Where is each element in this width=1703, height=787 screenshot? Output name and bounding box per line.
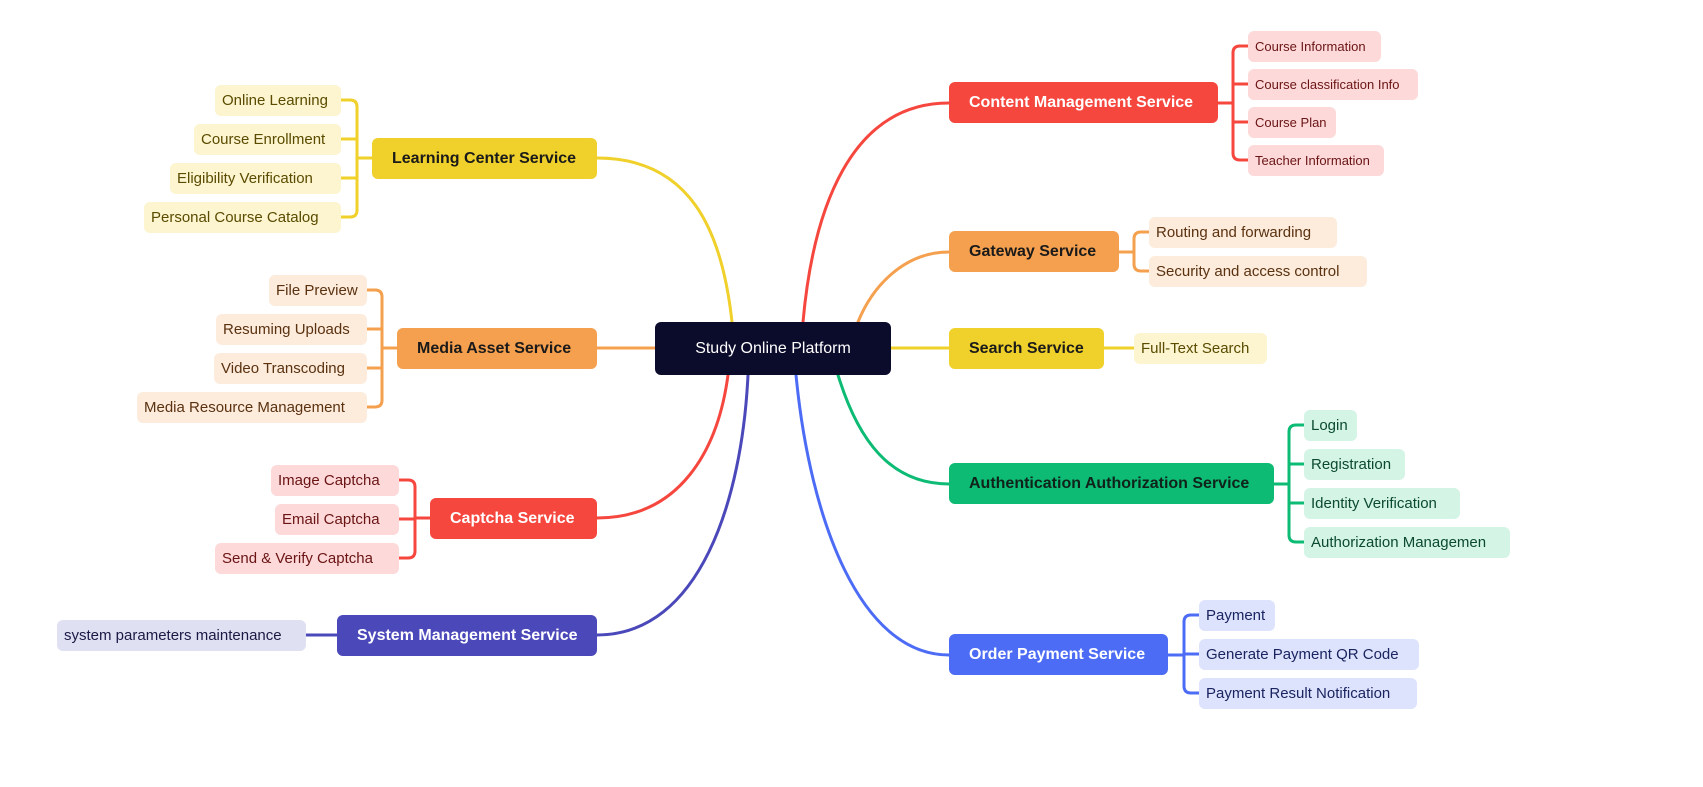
- bracket-captcha-leaf-0: [397, 478, 417, 489]
- link-order-payment: [794, 373, 951, 657]
- link-content-management: [801, 101, 951, 324]
- leaf-resuming-uploads[interactable]: Resuming Uploads: [216, 314, 367, 345]
- leaf-system-parameters-maintenance[interactable]: system parameters maintenance: [57, 620, 306, 651]
- leaf-personal-course-catalog[interactable]: Personal Course Catalog: [144, 202, 341, 233]
- branch-content-management[interactable]: Content Management Service: [949, 82, 1218, 123]
- bracket-content-management-leaf-3: [1231, 151, 1250, 162]
- bracket-captcha-leaf-2: [397, 549, 417, 560]
- leaf-online-learning[interactable]: Online Learning: [215, 85, 341, 116]
- leaf-email-captcha[interactable]: Email Captcha: [275, 504, 399, 535]
- leaf-video-transcoding[interactable]: Video Transcoding: [214, 353, 367, 384]
- link-gateway: [856, 250, 951, 324]
- leaf-course-enrollment[interactable]: Course Enrollment: [194, 124, 341, 155]
- bracket-gateway-leaf-1: [1132, 262, 1151, 273]
- bracket-auth-leaf-3: [1287, 533, 1306, 544]
- leaf-eligibility-verification[interactable]: Eligibility Verification: [170, 163, 341, 194]
- leaf-image-captcha[interactable]: Image Captcha: [271, 465, 399, 496]
- bracket-gateway-leaf-0: [1132, 230, 1151, 241]
- branch-media-asset[interactable]: Media Asset Service: [397, 328, 597, 369]
- bracket-learning-center-leaf-0: [339, 98, 359, 109]
- bracket-order-payment-leaf-0: [1182, 613, 1201, 624]
- bracket-order-payment-leaf-2: [1182, 684, 1201, 695]
- leaf-identity-verification[interactable]: Identity Verification: [1304, 488, 1460, 519]
- branch-system-management[interactable]: System Management Service: [337, 615, 597, 656]
- leaf-course-plan[interactable]: Course Plan: [1248, 107, 1336, 138]
- bracket-content-management-leaf-0: [1231, 44, 1250, 55]
- bracket-learning-center-leaf-3: [339, 208, 359, 219]
- leaf-authorization-management[interactable]: Authorization Managemen: [1304, 527, 1510, 558]
- bracket-auth-leaf-0: [1287, 423, 1306, 434]
- leaf-registration[interactable]: Registration: [1304, 449, 1405, 480]
- root-node[interactable]: Study Online Platform: [655, 322, 891, 375]
- leaf-course-classification-info[interactable]: Course classification Info: [1248, 69, 1418, 100]
- branch-search[interactable]: Search Service: [949, 328, 1104, 369]
- leaf-course-information[interactable]: Course Information: [1248, 31, 1381, 62]
- link-captcha: [595, 373, 730, 520]
- leaf-payment-result-notification[interactable]: Payment Result Notification: [1199, 678, 1417, 709]
- leaf-file-preview[interactable]: File Preview: [269, 275, 367, 306]
- bracket-media-asset-leaf-0: [365, 288, 384, 299]
- leaf-payment[interactable]: Payment: [1199, 600, 1275, 631]
- leaf-generate-payment-qr-code[interactable]: Generate Payment QR Code: [1199, 639, 1419, 670]
- leaf-login[interactable]: Login: [1304, 410, 1357, 441]
- branch-learning-center[interactable]: Learning Center Service: [372, 138, 597, 179]
- leaf-security-access-control[interactable]: Security and access control: [1149, 256, 1367, 287]
- branch-gateway[interactable]: Gateway Service: [949, 231, 1119, 272]
- branch-order-payment[interactable]: Order Payment Service: [949, 634, 1168, 675]
- branch-captcha[interactable]: Captcha Service: [430, 498, 597, 539]
- leaf-full-text-search[interactable]: Full-Text Search: [1134, 333, 1267, 364]
- branch-auth[interactable]: Authentication Authorization Service: [949, 463, 1274, 504]
- link-system-management: [595, 373, 750, 637]
- leaf-send-verify-captcha[interactable]: Send & Verify Captcha: [215, 543, 399, 574]
- link-learning-center: [595, 156, 734, 324]
- link-auth: [836, 373, 951, 486]
- leaf-teacher-information[interactable]: Teacher Information: [1248, 145, 1384, 176]
- bracket-media-asset-leaf-3: [365, 398, 384, 409]
- leaf-media-resource-management[interactable]: Media Resource Management: [137, 392, 367, 423]
- leaf-routing-forwarding[interactable]: Routing and forwarding: [1149, 217, 1337, 248]
